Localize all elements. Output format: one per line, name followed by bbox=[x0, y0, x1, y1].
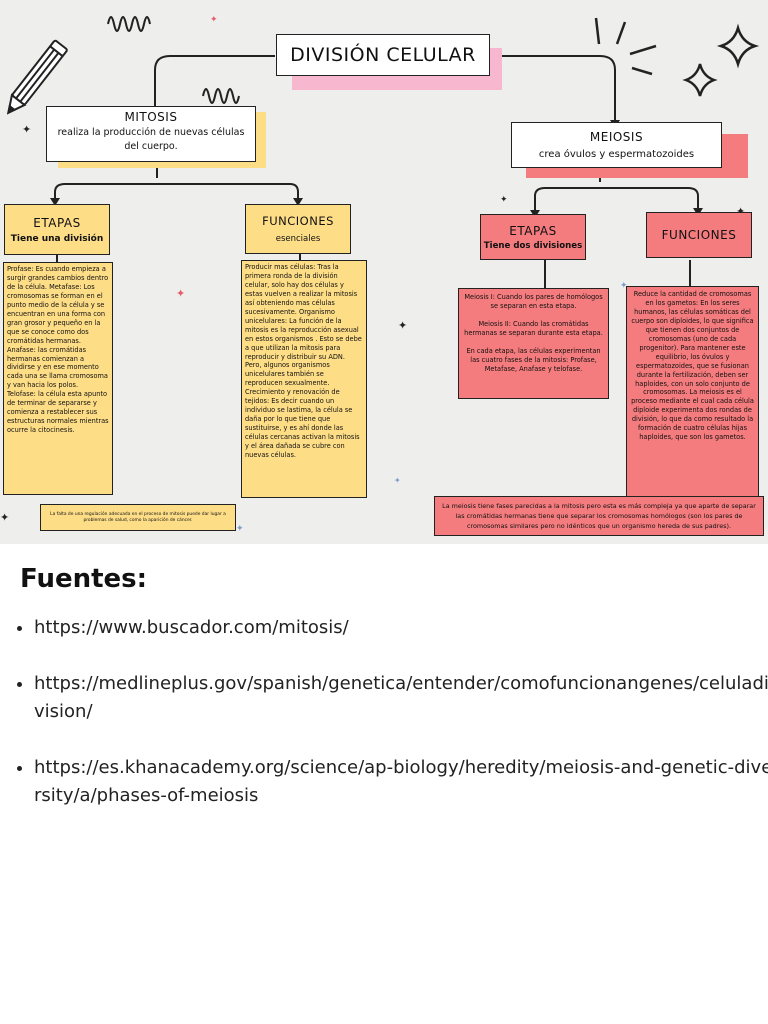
mitosis-description: realiza la producción de nuevas células … bbox=[57, 127, 245, 152]
mitosis-funciones-header: FUNCIONES bbox=[262, 214, 334, 228]
meiosis-description: crea óvulos y espermatozoides bbox=[538, 149, 695, 160]
star-icon: ✦ bbox=[22, 123, 32, 136]
mitosis-funciones-subtitle: esenciales bbox=[275, 234, 321, 244]
concept-map-poster: ✦ ✦ ✦ ✦ ✦ ✦ ✦ ✦ ✦ ✦ ✦ DIVISIÓN CELULAR M… bbox=[0, 0, 768, 544]
star-icon: ✦ bbox=[0, 511, 10, 524]
mitosis-funciones-content: Producir mas células: Tras la primera ro… bbox=[241, 260, 367, 498]
star-icon: ✦ bbox=[394, 476, 401, 485]
meiosis-note: La meiosis tiene fases parecidas a la mi… bbox=[442, 502, 756, 530]
mitosis-funciones-box: FUNCIONES esenciales bbox=[245, 204, 351, 254]
meiosis-funciones-content: Reduce la cantidad de cromosomas en los … bbox=[626, 286, 759, 518]
star-icon: ✦ bbox=[736, 206, 745, 217]
meiosis-etapas-box: ETAPAS Tiene dos divisiones bbox=[480, 214, 586, 260]
squiggle-icon bbox=[202, 88, 240, 104]
sources-heading: Fuentes: bbox=[20, 564, 148, 594]
meiosis-funciones-box: FUNCIONES bbox=[646, 212, 752, 258]
meiosis-etapas-subtitle: Tiene dos divisiones bbox=[483, 240, 583, 251]
sources-list: https://www.buscador.com/mitosis/ https:… bbox=[20, 614, 768, 838]
meiosis-header: MEIOSIS bbox=[589, 130, 644, 144]
source-link[interactable]: https://es.khanacademy.org/science/ap-bi… bbox=[34, 754, 768, 810]
star-icon: ✦ bbox=[620, 281, 628, 291]
star-icon: ✦ bbox=[210, 15, 218, 25]
star-icon: ✦ bbox=[398, 319, 408, 332]
page-title: DIVISIÓN CELULAR bbox=[290, 44, 476, 66]
meiosis-box: MEIOSIS crea óvulos y espermatozoides bbox=[511, 122, 722, 168]
sources-section: Fuentes: https://www.buscador.com/mitosi… bbox=[0, 544, 768, 1024]
mitosis-etapas-box: ETAPAS Tiene una división bbox=[4, 204, 110, 255]
meiosis-etapas-text-2: Meiosis II: Cuando las cromátidas herman… bbox=[464, 320, 603, 337]
mitosis-header: MITOSIS bbox=[124, 110, 178, 124]
mitosis-etapas-content: Profase: Es cuando empieza a surgir gran… bbox=[3, 262, 113, 495]
source-link-text[interactable]: https://medlineplus.gov/spanish/genetica… bbox=[34, 673, 768, 722]
meiosis-etapas-content: Meiosis I: Cuando los pares de homólogos… bbox=[458, 288, 609, 399]
mitosis-note-box: La falta de una regulación adecuada en e… bbox=[40, 504, 236, 531]
sparkle-icon bbox=[594, 17, 760, 97]
squiggle-icon bbox=[107, 16, 151, 32]
source-link-text[interactable]: https://www.buscador.com/mitosis/ bbox=[34, 617, 349, 638]
mitosis-note: La falta de una regulación adecuada en e… bbox=[50, 511, 226, 523]
meiosis-etapas-text-1: Meiosis I: Cuando los pares de homólogos… bbox=[464, 293, 603, 310]
mitosis-box: MITOSIS realiza la producción de nuevas … bbox=[46, 106, 256, 162]
star-icon: ✦ bbox=[500, 195, 508, 205]
mitosis-etapas-subtitle: Tiene una división bbox=[10, 233, 104, 244]
star-icon: ✦ bbox=[236, 524, 244, 534]
meiosis-etapas-header: ETAPAS bbox=[509, 223, 557, 238]
mitosis-etapas-header: ETAPAS bbox=[33, 215, 81, 230]
star-icon: ✦ bbox=[176, 287, 186, 300]
source-link[interactable]: https://www.buscador.com/mitosis/ bbox=[34, 614, 768, 642]
meiosis-note-box: La meiosis tiene fases parecidas a la mi… bbox=[434, 496, 764, 536]
pencil-icon bbox=[6, 39, 68, 115]
title-box: DIVISIÓN CELULAR bbox=[276, 34, 490, 76]
meiosis-etapas-text-3: En cada etapa, las células experimentan … bbox=[466, 347, 601, 373]
source-link-text[interactable]: https://es.khanacademy.org/science/ap-bi… bbox=[34, 757, 768, 806]
source-link[interactable]: https://medlineplus.gov/spanish/genetica… bbox=[34, 670, 768, 726]
meiosis-funciones-header: FUNCIONES bbox=[661, 228, 737, 242]
